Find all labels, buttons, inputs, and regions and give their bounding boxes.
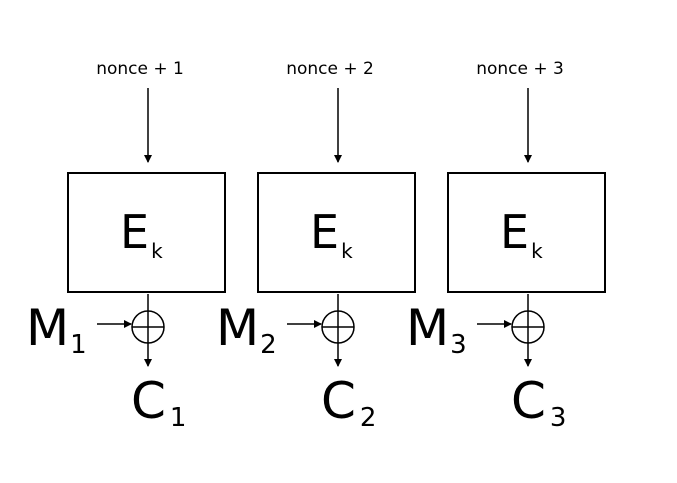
- message-main: M: [26, 299, 69, 357]
- ciphertext-subscript: 2: [360, 403, 377, 433]
- message-subscript: 3: [450, 330, 467, 360]
- ciphertext-subscript: 3: [550, 403, 567, 433]
- message-label: M1: [26, 299, 87, 360]
- message-main: M: [216, 299, 259, 357]
- message-label: M3: [406, 299, 467, 360]
- block-cipher-box: [257, 172, 416, 293]
- cipher-subscript: k: [151, 239, 163, 263]
- message-main: M: [406, 299, 449, 357]
- ciphertext-main: C: [511, 372, 546, 430]
- message-subscript: 2: [260, 330, 277, 360]
- message-label: M2: [216, 299, 277, 360]
- nonce-label: nonce + 1: [96, 59, 184, 79]
- message-subscript: 1: [70, 330, 87, 360]
- cipher-main: E: [500, 205, 529, 259]
- nonce-label: nonce + 2: [286, 59, 374, 79]
- xor-icon: [131, 310, 165, 344]
- ciphertext-subscript: 1: [170, 403, 187, 433]
- nonce-label: nonce + 3: [476, 59, 564, 79]
- ciphertext-main: C: [321, 372, 356, 430]
- block-cipher-box: [447, 172, 606, 293]
- cipher-subscript: k: [341, 239, 353, 263]
- cipher-main: E: [120, 205, 149, 259]
- ciphertext-main: C: [131, 372, 166, 430]
- xor-icon: [321, 310, 355, 344]
- cipher-main: E: [310, 205, 339, 259]
- cipher-subscript: k: [531, 239, 543, 263]
- block-cipher-box: [67, 172, 226, 293]
- xor-icon: [511, 310, 545, 344]
